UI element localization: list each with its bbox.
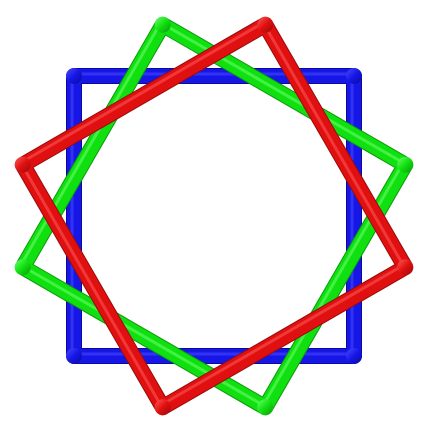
square-frames (14, 16, 414, 416)
green-square-frame-corner-joint (397, 156, 414, 173)
red-square-frame-corner-joint (154, 399, 171, 416)
red-square-frame-corner-joint (257, 16, 274, 33)
blue-square-frame-corner-joint (346, 348, 362, 364)
red-square-frame-corner-joint (397, 259, 414, 276)
red-square-frame-corner-joint (14, 156, 31, 173)
green-square-frame-corner-joint (257, 399, 274, 416)
green-square-frame-corner-joint (14, 259, 31, 276)
blue-square-frame-corner-joint (66, 348, 82, 364)
green-square-frame-corner-joint (154, 16, 171, 33)
blue-square-frame-corner-joint (346, 68, 362, 84)
red-square-frame (14, 16, 414, 416)
blue-square-frame-corner-joint (66, 68, 82, 84)
